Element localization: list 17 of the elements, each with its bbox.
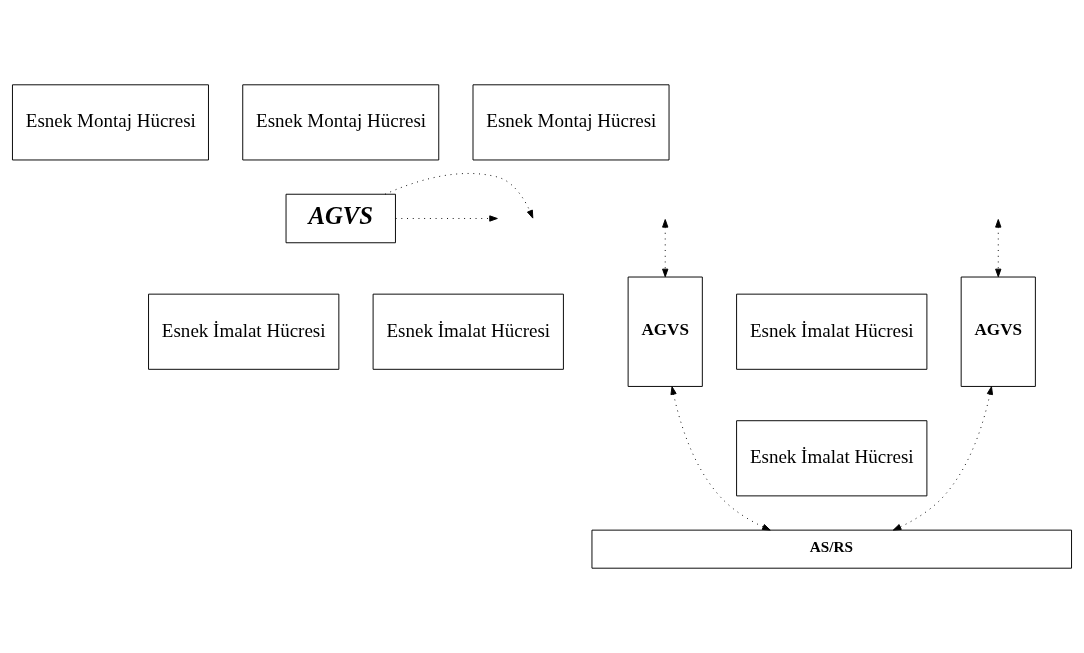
node-box: AGVS — [627, 276, 703, 387]
arrow — [395, 215, 498, 222]
arrow — [995, 219, 1002, 278]
node-box: Esnek Montaj Hücresi — [242, 84, 440, 161]
arrow — [670, 386, 771, 531]
node-box: Esnek İmalat Hücresi — [148, 293, 340, 370]
arrow — [662, 219, 669, 278]
node-box: Esnek İmalat Hücresi — [736, 420, 928, 497]
node-box: Esnek Montaj Hücresi — [12, 84, 209, 161]
arrow — [892, 386, 994, 531]
node-box: AGVS — [285, 193, 396, 244]
node-box: Esnek İmalat Hücresi — [372, 293, 564, 370]
node-box: Esnek İmalat Hücresi — [736, 293, 928, 370]
arrow — [384, 173, 534, 219]
node-box: AGVS — [960, 276, 1036, 387]
node-box: Esnek Montaj Hücresi — [472, 84, 670, 161]
node-box: AS/RS — [591, 529, 1072, 569]
